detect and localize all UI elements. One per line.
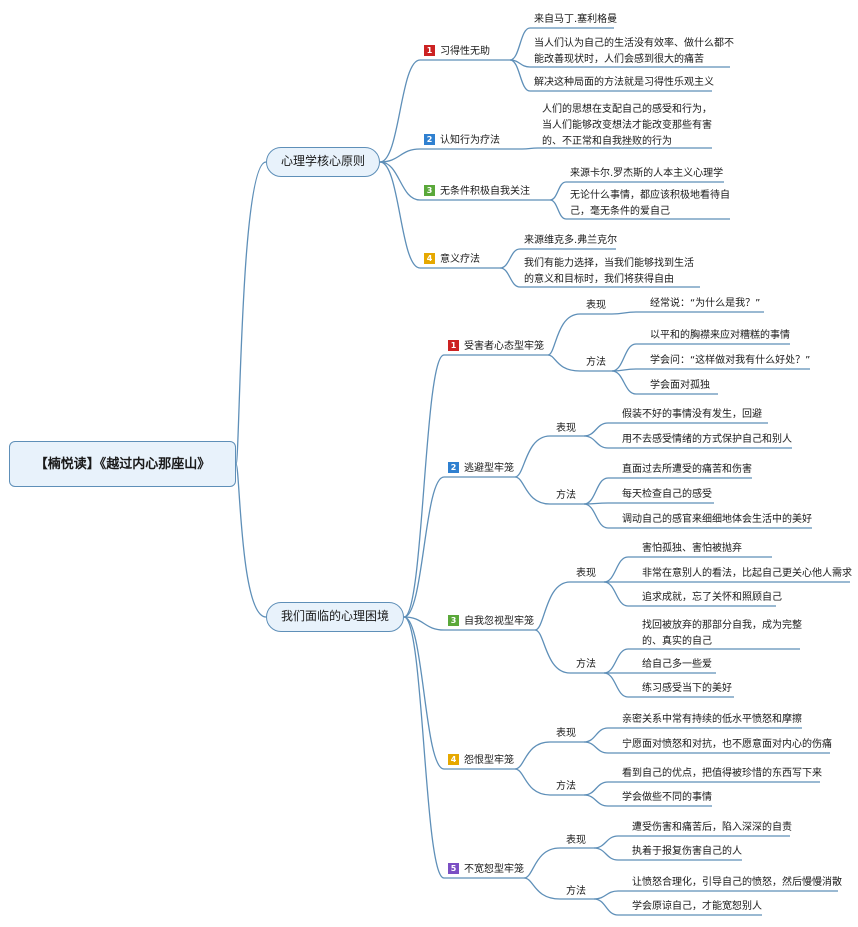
priority-4-icon: 4 xyxy=(424,253,435,264)
leaf[interactable]: 宁愿面对愤怒和对抗，也不愿意面对内心的伤痛 xyxy=(622,739,832,750)
leaf[interactable]: 直面过去所遭受的痛苦和伤害 xyxy=(622,464,752,475)
group-label[interactable]: 方法 xyxy=(576,659,596,670)
leaf[interactable]: 看到自己的优点，把值得被珍惜的东西写下来 xyxy=(622,768,822,779)
leaf[interactable]: 用不去感受情绪的方式保护自己和别人 xyxy=(622,434,792,445)
priority-1-icon: 1 xyxy=(424,45,435,56)
group-label[interactable]: 表现 xyxy=(576,568,596,579)
leaf[interactable]: 学会面对孤独 xyxy=(650,380,710,391)
group-label[interactable]: 表现 xyxy=(556,728,576,739)
leaf[interactable]: 执着于报复伤害自己的人 xyxy=(632,846,742,857)
leaf[interactable]: 假装不好的事情没有发生，回避 xyxy=(622,409,762,420)
subtopic-label: 认知行为疗法 xyxy=(440,135,500,146)
leaf[interactable]: 害怕孤独、害怕被抛弃 xyxy=(642,543,742,554)
leaf[interactable]: 我们有能力选择，当我们能够找到生活 的意义和目标时，我们将获得自由 xyxy=(524,258,694,285)
leaf[interactable]: 每天检查自己的感受 xyxy=(622,489,712,500)
priority-3-icon: 3 xyxy=(424,185,435,196)
subtopic-label: 逃避型牢笼 xyxy=(464,463,514,474)
group-label[interactable]: 表现 xyxy=(556,423,576,434)
subtopic-avoidance-cage[interactable]: 2 逃避型牢笼 xyxy=(448,461,514,477)
subtopic-label: 习得性无助 xyxy=(440,46,490,57)
main-topic-dilemmas[interactable]: 我们面临的心理困境 xyxy=(266,602,404,632)
subtopic-cbt[interactable]: 2 认知行为疗法 xyxy=(424,133,500,149)
leaf[interactable]: 亲密关系中常有持续的低水平愤怒和摩擦 xyxy=(622,714,802,725)
leaf[interactable]: 无论什么事情，都应该积极地看待自 己，毫无条件的爱自己 xyxy=(570,190,730,217)
group-label[interactable]: 方法 xyxy=(566,886,586,897)
leaf[interactable]: 来源卡尔.罗杰斯的人本主义心理学 xyxy=(570,168,724,179)
priority-2-icon: 2 xyxy=(448,462,459,473)
subtopic-label: 不宽恕型牢笼 xyxy=(464,864,524,875)
subtopic-learned-helplessness[interactable]: 1 习得性无助 xyxy=(424,44,490,60)
group-label[interactable]: 方法 xyxy=(586,357,606,368)
priority-1-icon: 1 xyxy=(448,340,459,351)
priority-4-icon: 4 xyxy=(448,754,459,765)
subtopic-label: 自我忽视型牢笼 xyxy=(464,616,534,627)
main-topic-core-principles[interactable]: 心理学核心原则 xyxy=(266,147,380,177)
group-label[interactable]: 表现 xyxy=(586,300,606,311)
subtopic-resentment-cage[interactable]: 4 怨恨型牢笼 xyxy=(448,753,514,769)
leaf[interactable]: 学会做些不同的事情 xyxy=(622,792,712,803)
root-topic[interactable]: 【楠悦读】《越过内心那座山》 xyxy=(9,441,236,487)
leaf[interactable]: 找回被放弃的那部分自我，成为完整 的、真实的自己 xyxy=(642,620,802,647)
leaf[interactable]: 人们的思想在支配自己的感受和行为， 当人们能够改变想法才能改变那些有害 的、不正… xyxy=(542,104,712,147)
leaf[interactable]: 学会原谅自己，才能宽恕别人 xyxy=(632,901,762,912)
subtopic-label: 无条件积极自我关注 xyxy=(440,186,530,197)
leaf[interactable]: 解决这种局面的方法就是习得性乐观主义 xyxy=(534,77,714,88)
subtopic-logotherapy[interactable]: 4 意义疗法 xyxy=(424,252,480,268)
leaf[interactable]: 遭受伤害和痛苦后，陷入深深的自责 xyxy=(632,822,792,833)
leaf[interactable]: 调动自己的感官来细细地体会生活中的美好 xyxy=(622,514,812,525)
subtopic-victim-cage[interactable]: 1 受害者心态型牢笼 xyxy=(448,339,544,355)
subtopic-label: 意义疗法 xyxy=(440,254,480,265)
group-label[interactable]: 表现 xyxy=(566,835,586,846)
leaf[interactable]: 以平和的胸襟来应对糟糕的事情 xyxy=(650,330,790,341)
leaf[interactable]: 练习感受当下的美好 xyxy=(642,683,732,694)
leaf[interactable]: 经常说：“为什么是我？” xyxy=(650,298,761,309)
group-label[interactable]: 方法 xyxy=(556,781,576,792)
subtopic-label: 怨恨型牢笼 xyxy=(464,755,514,766)
subtopic-unconditional-regard[interactable]: 3 无条件积极自我关注 xyxy=(424,184,530,200)
subtopic-label: 受害者心态型牢笼 xyxy=(464,341,544,352)
leaf[interactable]: 让愤怒合理化，引导自己的愤怒，然后慢慢消散 xyxy=(632,877,842,888)
leaf[interactable]: 非常在意别人的看法，比起自己更关心他人需求 xyxy=(642,568,852,579)
leaf[interactable]: 来源维克多.弗兰克尔 xyxy=(524,235,618,246)
priority-5-icon: 5 xyxy=(448,863,459,874)
subtopic-unforgiving-cage[interactable]: 5 不宽恕型牢笼 xyxy=(448,862,524,878)
subtopic-self-neglect-cage[interactable]: 3 自我忽视型牢笼 xyxy=(448,614,534,630)
leaf[interactable]: 学会问：“这样做对我有什么好处？” xyxy=(650,355,811,366)
priority-2-icon: 2 xyxy=(424,134,435,145)
group-label[interactable]: 方法 xyxy=(556,490,576,501)
leaf[interactable]: 追求成就，忘了关怀和照顾自己 xyxy=(642,592,782,603)
priority-3-icon: 3 xyxy=(448,615,459,626)
leaf[interactable]: 来自马丁.塞利格曼 xyxy=(534,14,618,25)
leaf[interactable]: 当人们认为自己的生活没有效率、做什么都不 能改善现状时，人们会感到很大的痛苦 xyxy=(534,38,734,65)
leaf[interactable]: 给自己多一些爱 xyxy=(642,659,712,670)
